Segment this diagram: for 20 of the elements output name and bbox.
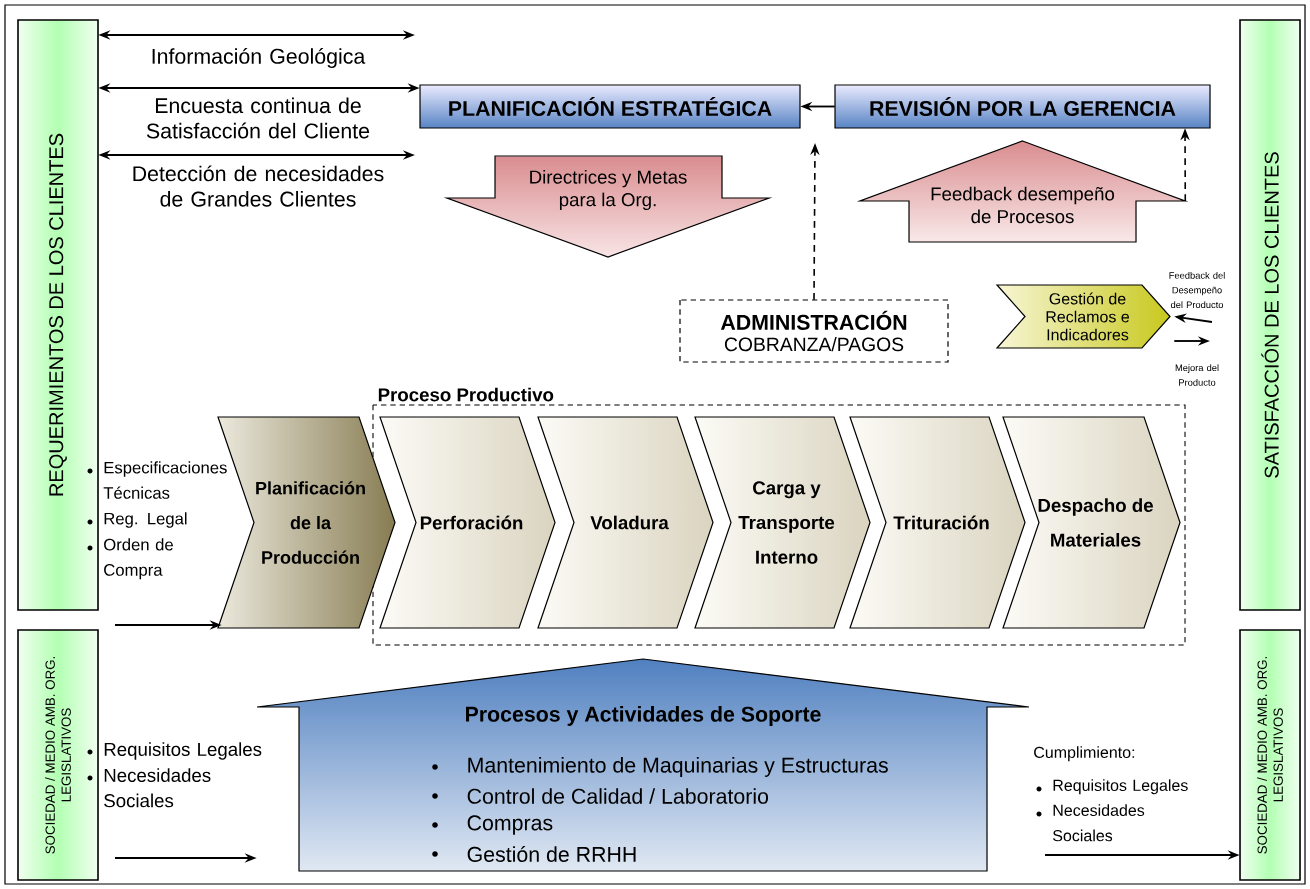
dashed-box: ADMINISTRACIÓN COBRANZA/PAGOS (679, 299, 949, 363)
side-band: SATISFACCIÓN DE LOS CLIENTES (1239, 19, 1301, 611)
bullet-item: Necesidades Sociales (1036, 804, 1145, 842)
edge-label: Detección de necesidades de Grandes Clientes (133, 165, 384, 207)
node-label: Proceso Productivo (378, 387, 554, 402)
bullet-item: Mantenimiento de Maquinarias y Estructuras (432, 757, 888, 777)
bullet-item: Compras (432, 815, 553, 835)
process-box: PLANIFICACIÓN ESTRATÉGICA (419, 84, 801, 129)
edge-label: Información Geológica (152, 47, 366, 69)
side-band: REQUERIMIENTOS DE LOS CLIENTES (17, 19, 99, 611)
bullet-item: Requisitos Legales (1036, 779, 1188, 795)
edge-label: Encuesta continua de Satisfacción del Cliente (146, 97, 370, 139)
bullet-item: Control de Calidad / Laboratorio (432, 788, 769, 804)
bullet-item: Gestión de RRHH (432, 846, 636, 862)
edge-label: Mejora del Producto (1175, 364, 1219, 386)
heading: Procesos y Actividades de Soporte (466, 706, 821, 726)
side-band: SOCIEDAD / MEDIO AMB. ORG. LEGISLATIVOS (17, 629, 99, 881)
side-band: SOCIEDAD / MEDIO AMB. ORG. LEGISLATIVOS (1239, 629, 1301, 881)
process-box: REVISIÓN POR LA GERENCIA (834, 84, 1211, 129)
edge-label: Feedback del Desempeño del Producto (1169, 271, 1225, 309)
